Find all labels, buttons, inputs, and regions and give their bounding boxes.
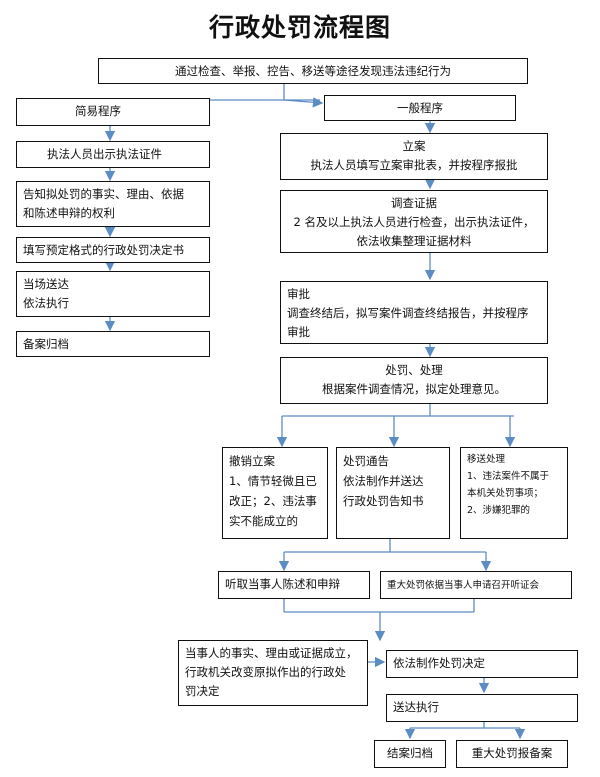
transfer-box: 移送处理 1、违法案件不属于 本机关处罚事项； 2、涉嫌犯罪的 <box>460 447 568 539</box>
penalty-notice-box: 处罚通告 依法制作并送达 行政处罚告知书 <box>336 447 450 539</box>
simple-archive-box: 备案归档 <box>16 331 210 357</box>
notify-rights-box: 告知拟处罚的事实、理由、依据 和陈述申辩的权利 <box>16 181 210 227</box>
deliver-execute-box: 当场送达 依法执行 <box>16 271 210 317</box>
approval-box: 审批 调查终结后，拟写案件调查终结报告，并按程序 审批 <box>280 281 548 344</box>
case-archive-box: 结案归档 <box>374 740 446 768</box>
filing-box: 立案 执法人员填写立案审批表，并按程序报批 <box>280 133 548 180</box>
show-id-box: 执法人员出示执法证件 <box>16 141 210 168</box>
penalty-handling-box: 处罚、处理 根据案件调查情况，拟定处理意见。 <box>280 357 548 404</box>
to-general-arrow <box>283 97 324 108</box>
page-title: 行政处罚流程图 <box>208 13 391 42</box>
statement-defense-box: 听取当事人陈述和申辩 <box>218 571 370 599</box>
simple-procedure-box: 简易程序 <box>16 98 210 126</box>
make-decision-box: 依法制作处罚决定 <box>386 650 578 678</box>
start-box: 通过检查、举报、控告、移送等途径发现违法违纪行为 <box>98 58 528 84</box>
fill-decision-box: 填写预定格式的行政处罚决定书 <box>16 237 210 263</box>
revise-decision-box: 当事人的事实、理由或证据成立， 行政机关改变原拟作出的行政处 罚决定 <box>178 640 368 706</box>
deliver-box: 送达执行 <box>386 694 578 722</box>
investigation-box: 调查证据 2 名及以上执法人员进行检查，出示执法证件， 依法收集整理证据材料 <box>280 190 548 253</box>
cancel-filing-box: 撤销立案 1、情节轻微且已 改正；2、违法事 实不能成立的 <box>222 447 328 539</box>
major-penalty-report-box: 重大处罚报备案 <box>456 740 568 768</box>
hearing-box: 重大处罚依据当事人申请召开听证会 <box>380 571 572 599</box>
general-procedure-box: 一般程序 <box>324 95 516 121</box>
